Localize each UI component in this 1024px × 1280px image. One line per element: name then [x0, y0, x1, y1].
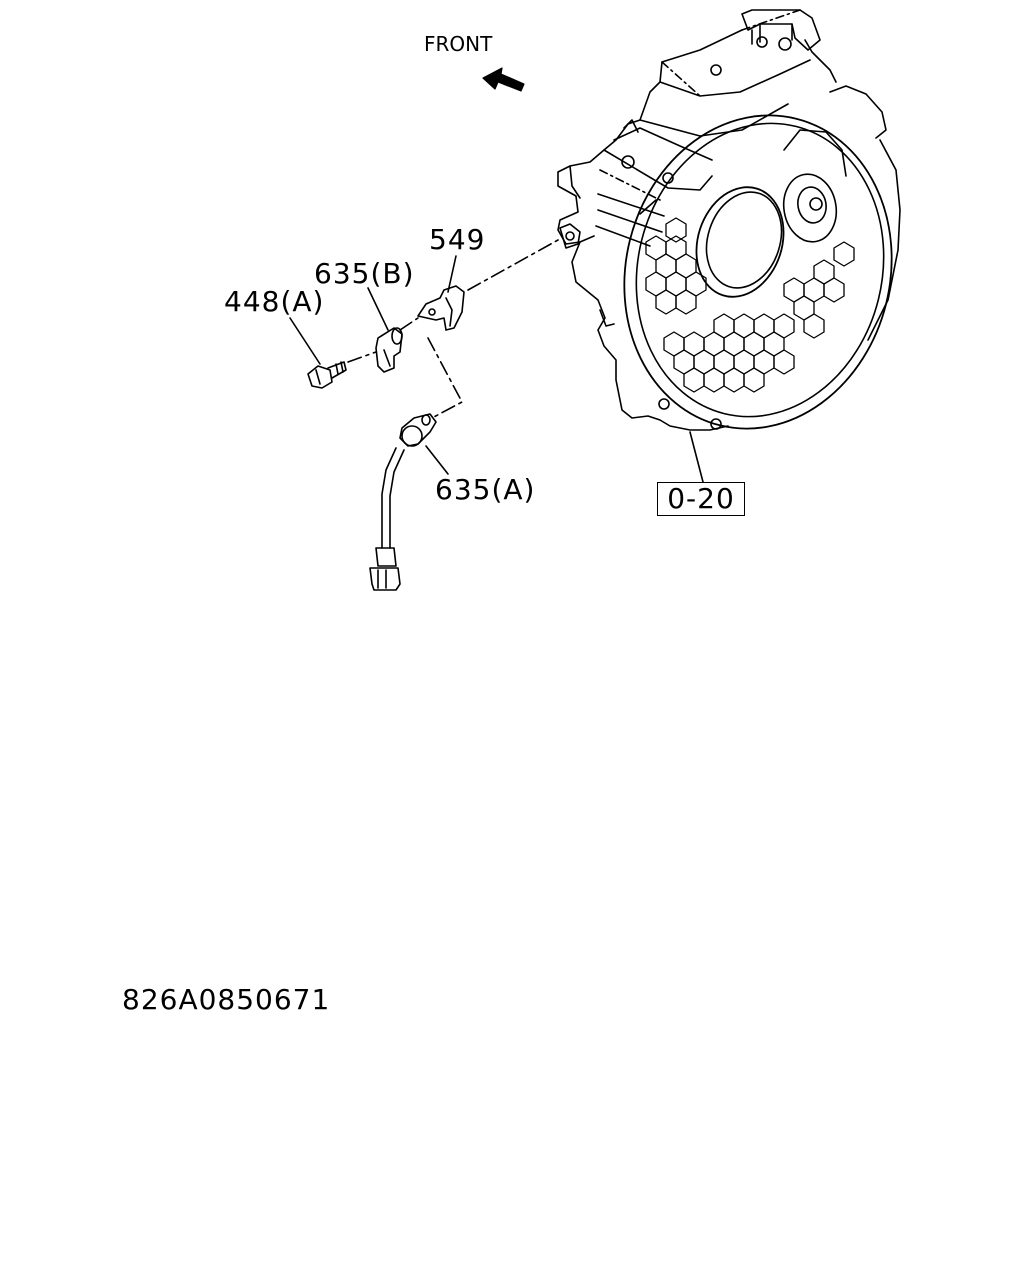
front-arrow-icon	[482, 67, 525, 92]
flywheel-housing	[557, 9, 901, 431]
honeycomb-grid-left	[645, 217, 707, 315]
part-label-635a: 635(A)	[435, 473, 536, 506]
drawing-code: 826A0850671	[122, 983, 331, 1016]
part-label-448a: 448(A)	[224, 285, 325, 318]
leader-549	[447, 255, 457, 293]
sensor-635a	[369, 413, 437, 591]
bolt-448a	[307, 361, 347, 389]
honeycomb-grid-bottom	[663, 241, 855, 393]
part-label-635b: 635(B)	[314, 257, 415, 290]
reference-box-0-20: 0-20	[657, 482, 745, 516]
leader-448a	[289, 317, 321, 365]
sensor-635b	[375, 327, 403, 373]
part-label-549: 549	[429, 223, 486, 256]
bracket-549	[417, 285, 465, 331]
leader-635a	[425, 445, 449, 475]
assembly-lines	[347, 239, 559, 419]
leader-635b	[367, 287, 389, 331]
leader-0-20	[689, 431, 704, 483]
front-direction-label: FRONT	[424, 32, 493, 56]
